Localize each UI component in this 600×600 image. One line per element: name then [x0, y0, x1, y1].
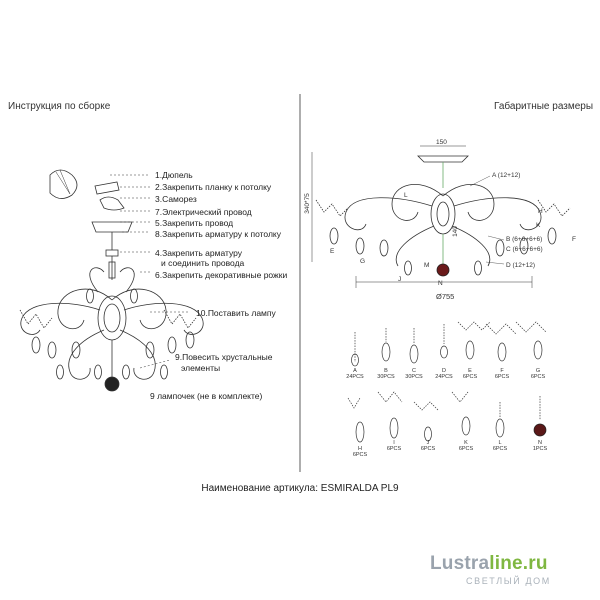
marker-g: G — [360, 258, 366, 265]
marker-j: J — [398, 276, 402, 283]
bulbs-note: 9 лампочек (не в комплекте) — [150, 391, 263, 401]
step-3: 3.Саморез — [155, 194, 197, 204]
parts-row-2 — [347, 391, 547, 443]
marker-f: F — [572, 236, 576, 243]
step-10-cont: элементы — [181, 363, 221, 373]
dim-mid: 140 — [451, 226, 459, 237]
step-2: 2.Закрепить планку к потолку — [155, 182, 272, 192]
step-7: 4.Закрепить арматуру — [155, 248, 243, 258]
dim-width: Ø755 — [436, 292, 455, 301]
step-7-cont: и соединить провода — [161, 258, 245, 268]
marker-h: H — [538, 208, 543, 215]
marker-e: E — [330, 248, 335, 255]
callout-b: B (6+6+6+6) — [506, 236, 543, 243]
step-9: 10.Поставить лампу — [196, 308, 276, 318]
dimension-drawing — [311, 145, 571, 288]
step-6: 8.Закрепить арматуру к потолку — [155, 229, 281, 239]
assembly-drawing — [19, 169, 204, 392]
step-8: 6.Закрепить декоративные рожки — [155, 270, 288, 280]
assembly-heading: Инструкция по сборке — [8, 101, 111, 112]
dim-top: 150 — [436, 139, 447, 146]
marker-n: N — [438, 280, 443, 287]
callout-d: D (12+12) — [506, 262, 536, 269]
callout-a: A (12+12) — [492, 172, 521, 179]
step-5: 5.Закрепить провод — [155, 218, 234, 228]
marker-m: M — [424, 262, 430, 269]
lustraline-logo: Lustraline.ru СВЕТЛЫЙ ДОМ — [430, 553, 590, 593]
logo-subtitle: СВЕТЛЫЙ ДОМ — [466, 576, 551, 586]
step-10: 9.Повесить хрустальные — [175, 352, 273, 362]
parts-row-1 — [351, 321, 547, 367]
step-1: 1.Дюпель — [155, 170, 193, 180]
step-4: 7.Электрический провод — [155, 207, 252, 217]
callout-c: C (6+6+6+6) — [506, 246, 543, 253]
dim-height: 340*75 — [303, 193, 311, 214]
marker-k: K — [536, 222, 541, 229]
article-name: Наименование артикула: ESMIRALDA PL9 — [201, 483, 399, 494]
dimensions-heading: Габаритные размеры — [494, 101, 594, 112]
marker-l: L — [404, 192, 408, 199]
logo-wordmark: Lustraline.ru — [430, 553, 548, 574]
